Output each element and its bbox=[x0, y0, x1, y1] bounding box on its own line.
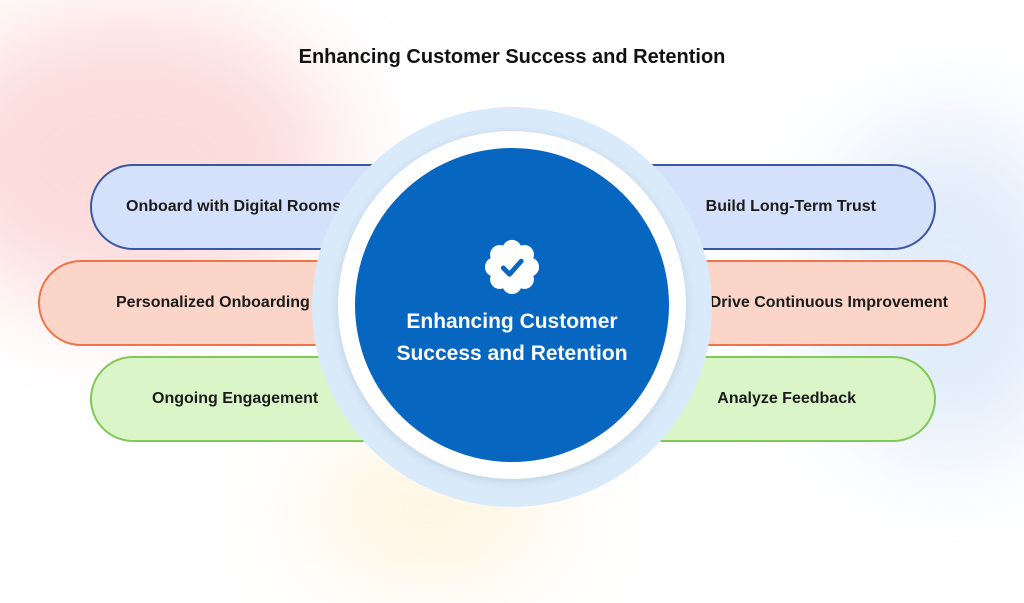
item-label: Onboard with Digital Rooms bbox=[126, 198, 342, 215]
center-circle bbox=[355, 148, 669, 462]
center-label: Enhancing Customer Success and Retention bbox=[396, 310, 628, 365]
item-label: Ongoing Engagement bbox=[152, 390, 319, 407]
item-label: Drive Continuous Improvement bbox=[709, 294, 948, 311]
badge-shape bbox=[484, 239, 540, 295]
item-label: Analyze Feedback bbox=[717, 390, 856, 407]
item-label: Personalized Onboarding bbox=[116, 294, 310, 311]
diagram-title: Enhancing Customer Success and Retention bbox=[298, 46, 726, 68]
verified-badge-icon bbox=[484, 239, 540, 295]
item-label: Build Long-Term Trust bbox=[705, 198, 876, 215]
check-mark bbox=[500, 258, 524, 277]
